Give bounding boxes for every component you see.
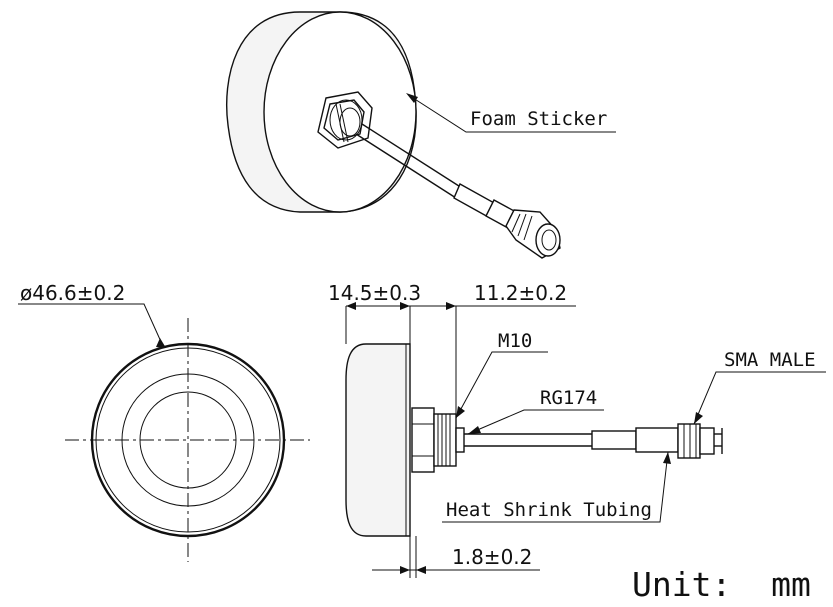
side-view-nut <box>411 407 435 473</box>
iso-cable <box>361 123 463 189</box>
diameter-dimension: ø46.6±0.2 <box>20 281 125 305</box>
base-thickness-dimension: 1.8±0.2 <box>452 545 532 569</box>
side-view-heat-shrink <box>591 430 637 450</box>
foam-sticker-leader <box>409 95 616 133</box>
side-view-thread <box>433 413 457 467</box>
thread-length-dimension: 11.2±0.2 <box>474 281 567 305</box>
top-view-inner-circle <box>139 391 237 489</box>
side-view-sma-connector <box>677 423 701 459</box>
isometric-view: Foam Sticker <box>225 11 616 259</box>
unit-label: Unit: mm <box>632 565 811 604</box>
sma-male-label: SMA MALE <box>724 349 816 371</box>
m10-leader <box>455 351 548 419</box>
sma-male-leader <box>693 371 826 425</box>
rg174-label: RG174 <box>540 387 597 409</box>
heat-shrink-label: Heat Shrink Tubing <box>446 499 652 521</box>
m10-label: M10 <box>498 330 532 352</box>
side-view: 14.5±0.3 11.2±0.2 1.8±0.2 M10 RG174 SMA … <box>328 281 826 578</box>
top-view-mid-circle <box>121 373 255 507</box>
rg174-leader <box>467 409 604 435</box>
diameter-leader <box>18 303 163 345</box>
height-dimension: 14.5±0.3 <box>328 281 421 305</box>
top-view-outer-circle <box>90 342 286 538</box>
heat-shrink-leader <box>442 451 669 523</box>
foam-sticker-label: Foam Sticker <box>470 108 607 130</box>
side-view-body <box>345 343 411 537</box>
top-view: ø46.6±0.2 <box>18 281 310 562</box>
